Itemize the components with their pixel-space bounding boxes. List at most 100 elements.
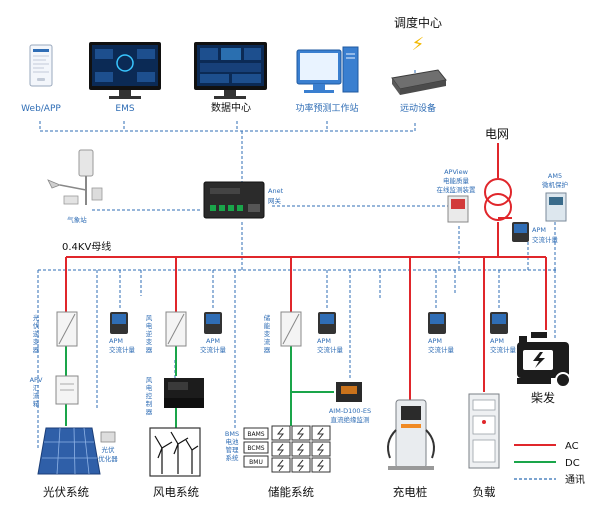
pv-optimizer[interactable] — [100, 431, 116, 443]
pv-combiner-box[interactable] — [55, 375, 79, 405]
telecontrol-label: 远动设备 — [400, 102, 436, 114]
gateway-label-line1: Anet — [268, 187, 284, 195]
svg-text:变: 变 — [264, 329, 271, 338]
wind-converter-label: 风 电 逆 变 器 — [146, 314, 153, 354]
svg-text:系统: 系统 — [226, 453, 240, 462]
wind-turbines[interactable] — [149, 427, 201, 477]
wind-apm-line2: 交流计量 — [200, 345, 227, 354]
wind-apm-meter[interactable] — [204, 312, 222, 334]
svg-text:风: 风 — [146, 314, 153, 322]
aim-insulation-monitor[interactable] — [336, 382, 362, 402]
data-center-label: 数据中心 — [211, 101, 251, 114]
battery-rack[interactable] — [271, 425, 331, 473]
svg-text:逆: 逆 — [33, 329, 40, 338]
load-cabinet[interactable] — [468, 393, 500, 469]
ams-label-line2: 微机保护 — [542, 180, 568, 189]
svg-text:变: 变 — [33, 337, 40, 346]
generator-label: 柴发 — [531, 390, 555, 405]
svg-text:变: 变 — [146, 337, 153, 346]
pv-apm-meter[interactable] — [110, 312, 128, 334]
wind-apm-line1: APM — [206, 337, 220, 345]
web-app-label: Web/APP — [21, 104, 61, 114]
svg-text:电: 电 — [146, 383, 153, 392]
aim-label-line2: 直流绝缘监测 — [331, 415, 371, 424]
bms-box-bcms: BCMS — [247, 445, 264, 452]
svg-text:箱: 箱 — [33, 399, 40, 408]
weather-station[interactable] — [47, 149, 103, 205]
ems-label: EMS — [115, 104, 134, 114]
svg-text:流: 流 — [264, 337, 271, 346]
svg-text:风: 风 — [146, 376, 153, 384]
ev-charger[interactable] — [387, 399, 435, 470]
dispatch-center-label: 调度中心 — [394, 15, 442, 30]
load-label: 负载 — [473, 485, 496, 499]
wind-system-label: 风电系统 — [153, 485, 199, 499]
svg-text:器: 器 — [33, 346, 40, 354]
ac-lines — [65, 143, 547, 400]
apview-device[interactable] — [447, 195, 469, 223]
gateway-device[interactable] — [203, 181, 265, 219]
svg-text:伏: 伏 — [33, 321, 40, 330]
charger-apm-line1: APM — [428, 337, 442, 345]
svg-text:电池: 电池 — [226, 437, 240, 446]
svg-text:控: 控 — [146, 391, 153, 400]
apview-label-line3: 在线监测装置 — [437, 185, 477, 194]
bms-box-bams: BAMS — [247, 431, 264, 438]
legend: AC DC 通讯 — [514, 441, 585, 486]
ems-monitor[interactable] — [89, 42, 161, 99]
forecast-workstation[interactable] — [296, 46, 359, 93]
pv-inverter[interactable] — [56, 311, 78, 347]
storage-apm-meter[interactable] — [318, 312, 336, 334]
svg-text:储: 储 — [264, 313, 271, 322]
charger-apm-meter[interactable] — [428, 312, 446, 334]
svg-text:电: 电 — [146, 321, 153, 330]
busbar-label: 0.4KV母线 — [62, 240, 111, 253]
svg-text:器: 器 — [146, 408, 153, 416]
svg-text:逆: 逆 — [146, 329, 153, 338]
storage-converter[interactable] — [280, 311, 302, 347]
communication-lines — [37, 70, 558, 448]
web-app-device[interactable] — [29, 44, 53, 87]
wind-converter[interactable] — [165, 311, 187, 347]
diesel-generator-icon[interactable] — [517, 332, 571, 388]
dc-lines — [65, 346, 334, 428]
data-center-monitor[interactable] — [194, 42, 267, 99]
bms-boxes[interactable] — [243, 427, 269, 468]
ams-label-line1: AM5 — [548, 172, 562, 180]
load-apm-line1: APM — [490, 337, 504, 345]
storage-apm-line1: APM — [317, 337, 331, 345]
bms-side-label: BMS 电池 管理 系统 — [225, 430, 239, 462]
wind-controller-label: 风 电 控 制 器 — [146, 376, 153, 416]
pv-apm-line1: APM — [109, 337, 123, 345]
ams-device[interactable] — [545, 192, 567, 222]
transformer-icon[interactable] — [484, 178, 512, 221]
storage-system-label: 储能系统 — [268, 485, 314, 499]
wind-controller[interactable] — [164, 378, 204, 408]
charger-apm-line2: 交流计量 — [428, 345, 455, 354]
svg-text:制: 制 — [146, 399, 153, 408]
svg-text:汇: 汇 — [33, 384, 40, 392]
pv-system-label: 光伏系统 — [43, 485, 89, 499]
load-apm-meter[interactable] — [490, 312, 508, 334]
pv-apm-line2: 交流计量 — [109, 345, 136, 354]
legend-ac-label: AC — [565, 441, 579, 452]
bms-box-bmu: BMU — [249, 459, 263, 466]
gateway-label-line2: 网关 — [268, 196, 282, 205]
svg-text:APV: APV — [30, 376, 43, 384]
legend-comm-label: 通讯 — [565, 474, 585, 486]
legend-dc-label: DC — [565, 458, 580, 469]
svg-text:管理: 管理 — [226, 445, 240, 454]
svg-text:BMS: BMS — [225, 430, 239, 438]
pv-optimizer-line1: 光伏 — [102, 445, 116, 454]
svg-text:器: 器 — [264, 346, 271, 354]
weather-station-label: 气象站 — [67, 215, 87, 224]
aim-label-line1: AIM-D100-ES — [329, 407, 371, 415]
load-apm-line2: 交流计量 — [490, 345, 517, 354]
grid-apm-meter[interactable] — [512, 222, 529, 242]
pv-panels[interactable] — [37, 427, 101, 475]
grid-label: 电网 — [485, 127, 509, 141]
telecontrol-device[interactable] — [391, 69, 447, 95]
pv-combiner-label: APV 汇 流 箱 — [30, 376, 43, 408]
grid-apm-line2: 交流计量 — [532, 235, 559, 244]
